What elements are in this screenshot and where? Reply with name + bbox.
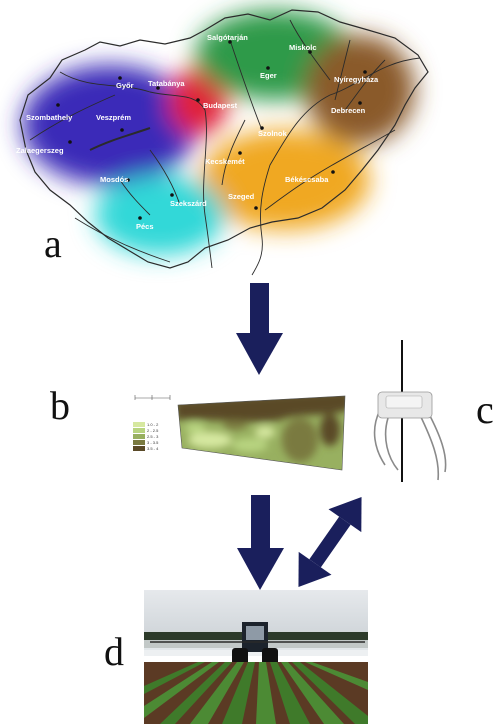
panel-label-a: a [44,224,62,264]
city-dot-budapest [196,98,200,102]
city-label-debrecen: Debrecen [331,106,366,115]
city-dot-pecs [138,216,142,220]
sensor-device [375,340,446,482]
city-label-tatabanya: Tatabánya [148,79,185,88]
legend-label-4: 3 - 3.5 [147,440,159,445]
legend-swatch-2 [133,428,145,433]
city-label-kecskemet: Kecskemét [205,157,245,166]
city-label-salgotarjan: Salgótarján [207,33,248,42]
arrow-b-to-d [237,495,284,590]
city-dot-nyiregyhaza [363,70,367,74]
legend-label-1: 1.0 - 2 [147,422,159,427]
city-label-mosdos: Mosdós [100,175,128,184]
legend-swatch-4 [133,440,145,445]
region-color-blobs [22,10,415,255]
city-label-gyor: Győr [116,81,134,90]
legend-label-5: 3.5 - 4 [147,446,159,451]
city-label-bekescsaba: Békéscsaba [285,175,329,184]
panel-label-c: c [476,390,494,430]
crop-rows [144,662,368,724]
city-dot-szeged [254,206,258,210]
arrow-a-to-b [236,283,283,375]
legend-swatch-3 [133,434,145,439]
field-zones [170,390,350,480]
field-map: 1.0 - 2 2 - 2.5 2.5 - 3 3 - 3.5 3.5 - 4 [133,390,350,480]
city-dot-veszprem [120,128,124,132]
legend-swatch-1 [133,422,145,427]
city-label-eger: Eger [260,71,277,80]
city-label-pecs: Pécs [136,222,154,231]
city-dot-eger [266,66,270,70]
city-label-miskolc: Miskolc [289,43,317,52]
city-dot-bekescsaba [331,170,335,174]
city-label-szekszard: Szekszárd [170,199,207,208]
region-south-transdanubia [95,175,225,255]
city-dot-kecskemet [238,151,242,155]
field-map-legend: 1.0 - 2 2 - 2.5 2.5 - 3 3 - 3.5 3.5 - 4 [133,422,159,451]
city-dot-szekszard [170,193,174,197]
legend-label-2: 2 - 2.5 [147,428,159,433]
city-dot-gyor [118,76,122,80]
city-label-budapest: Budapest [203,101,238,110]
city-dot-zalaegerszeg [68,140,72,144]
sensor-cables [375,410,446,480]
panel-label-b: b [50,386,70,426]
panel-label-d: d [104,632,124,672]
city-dot-debrecen [358,101,362,105]
city-label-zalaegerszeg: Zalaegerszeg [16,146,64,155]
field-map-scale-bar [135,395,170,400]
city-label-szombathely: Szombathely [26,113,73,122]
sprayer-photo [144,590,368,724]
double-arrow-c-to-d [282,485,378,598]
legend-label-3: 2.5 - 3 [147,434,159,439]
city-label-nyiregyhaza: Nyíregyháza [334,75,379,84]
city-label-veszprem: Veszprém [96,113,131,122]
city-label-szolnok: Szolnok [258,129,288,138]
hungary-map: Győr Tatabánya Budapest Salgótarján Misk… [16,10,428,275]
legend-swatch-5 [133,446,145,451]
city-dot-szombathely [56,103,60,107]
city-label-szeged: Szeged [228,192,255,201]
sensor-box-top [386,396,422,408]
